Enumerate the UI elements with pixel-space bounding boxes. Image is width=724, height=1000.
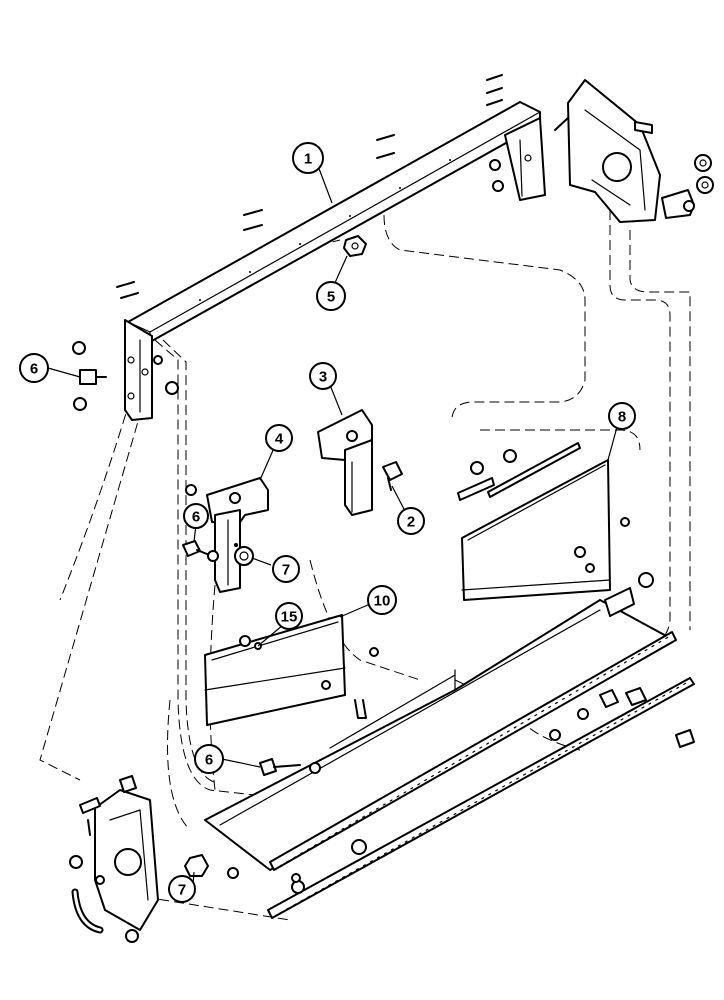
callout-number: 4 [275, 431, 284, 448]
strip-holes [279, 635, 689, 914]
callout-c3: 3 [309, 362, 337, 390]
callout-number: 2 [407, 514, 415, 531]
callout-number: 7 [178, 882, 186, 899]
callout-c10: 10 [367, 585, 397, 615]
callout-c2: 2 [397, 507, 425, 535]
callout-circle [168, 875, 196, 903]
baffle-item-10 [204, 614, 379, 726]
callout-circle [183, 503, 209, 529]
callout-circle [608, 402, 636, 430]
callout-number: 15 [281, 609, 298, 626]
callout-number: 6 [192, 509, 200, 526]
callout-c7b: 7 [168, 875, 196, 903]
callout-bubbles: 1 2 3 4 5 6 6 6 7 7 8 10 15 [19, 142, 636, 903]
right-upper-bracket [554, 79, 714, 223]
callout-circle [292, 142, 324, 174]
callout-number: 3 [319, 369, 327, 386]
callout-number: 7 [282, 562, 290, 579]
callout-number: 6 [205, 752, 213, 769]
callout-c6b: 6 [183, 503, 209, 529]
top-cross-member [124, 101, 546, 421]
callout-c4: 4 [265, 424, 293, 452]
leader-lines [47, 165, 618, 886]
baffle-item-8 [457, 442, 630, 601]
rivet-holes [199, 159, 451, 301]
callout-circle [272, 555, 300, 583]
callout-c6c: 6 [194, 744, 224, 774]
left-bracket-item-4 [182, 477, 269, 593]
callout-number: 5 [327, 289, 335, 306]
callout-c5: 5 [316, 281, 346, 311]
callout-circle [265, 424, 293, 452]
callout-number: 10 [374, 593, 391, 610]
screws-top [116, 74, 504, 299]
bottom-pan [204, 572, 695, 919]
callout-circle [397, 507, 425, 535]
callout-circle [309, 362, 337, 390]
left-upper-bolts [72, 341, 179, 411]
callout-c15: 15 [275, 602, 303, 630]
callout-circle [194, 744, 224, 774]
callout-c1: 1 [292, 142, 324, 174]
lower-left-bracket [69, 775, 301, 943]
callout-c8: 8 [608, 402, 636, 430]
callout-number: 1 [304, 151, 312, 168]
nut-item-5 [343, 235, 367, 257]
callout-circle [19, 353, 49, 383]
callout-circle [367, 585, 397, 615]
callout-number: 8 [618, 409, 626, 426]
callout-number: 6 [30, 361, 38, 378]
center-bracket-item-3 [317, 409, 403, 516]
callout-c6a: 6 [19, 353, 49, 383]
callout-circle [275, 602, 303, 630]
callout-circle [316, 281, 346, 311]
callout-c7a: 7 [272, 555, 300, 583]
